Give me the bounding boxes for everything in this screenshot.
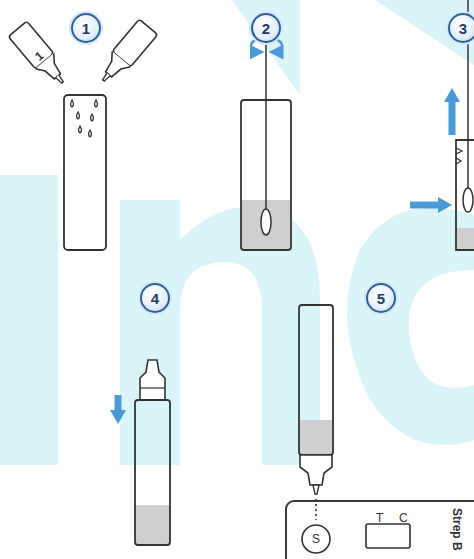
test-tube — [241, 100, 291, 250]
bottle-number: 1 — [33, 49, 46, 62]
test-tube — [299, 305, 333, 455]
step-number-circle: 5 — [366, 283, 396, 313]
test-tube — [135, 400, 170, 545]
watermark-shape — [0, 0, 474, 465]
drop — [71, 100, 98, 137]
up-arrow — [449, 100, 456, 135]
control-line-letter: C — [399, 512, 408, 524]
swab-tip — [463, 188, 473, 212]
port-letter: S — [312, 533, 320, 545]
right-arrow — [410, 202, 440, 209]
step-number: 3 — [459, 21, 467, 36]
step-number-circle: 2 — [251, 13, 281, 43]
sample-well — [302, 525, 330, 553]
step-number: 4 — [151, 291, 159, 306]
reagent-bottle — [8, 21, 71, 90]
test-line-letter: T — [376, 512, 383, 524]
product-name: Strep B — [451, 508, 463, 551]
rotate-arrow — [276, 40, 282, 52]
drop-line — [315, 499, 317, 520]
step-number: 2 — [262, 21, 270, 36]
dropper-cap — [300, 455, 332, 485]
dropper-cap — [140, 360, 165, 400]
swab-tip — [261, 209, 271, 235]
rotate-arrow — [251, 40, 257, 52]
test-tube — [64, 95, 106, 250]
step-number-circle: 3 — [448, 13, 474, 43]
reagent-bottle — [94, 19, 157, 88]
result-window — [366, 524, 410, 548]
test-tube — [456, 140, 474, 250]
down-arrow — [115, 395, 122, 412]
swab-stick — [265, 42, 267, 210]
test-cassette: S T C Strep B — [285, 500, 474, 559]
step-number: 1 — [82, 21, 90, 36]
step-number: 5 — [377, 291, 385, 306]
step-number-circle: 4 — [140, 283, 170, 313]
step-number-circle: 1 — [71, 13, 101, 43]
